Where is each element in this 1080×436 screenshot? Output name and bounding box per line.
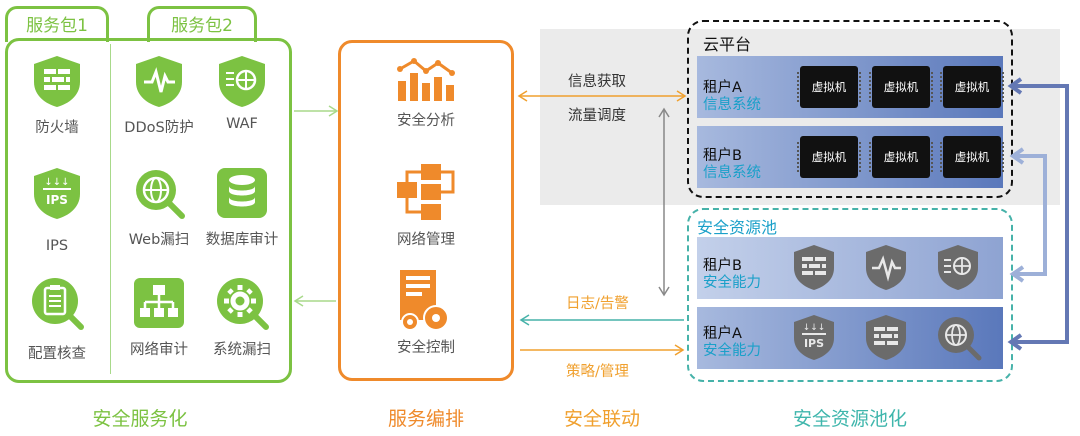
service-config-check[interactable]: 配置核查 (12, 276, 102, 363)
link-label-traffic: 流量调度 (568, 108, 626, 124)
service-package-panel (5, 38, 292, 383)
vm[interactable]: 虚拟机 (940, 136, 1004, 178)
config-check-icon (32, 278, 84, 330)
ddos-icon (136, 56, 182, 107)
bottom-label-pool: 安全资源池化 (792, 408, 907, 430)
svg-text:IPS: IPS (46, 193, 68, 207)
service-label: 数据库审计 (205, 232, 279, 248)
security-pool-title: 安全资源池 (697, 218, 778, 237)
tenant-sub: 信息系统 (703, 165, 761, 181)
svg-text:↓↓↓: ↓↓↓ (803, 323, 826, 333)
analytics-icon (397, 58, 455, 101)
orchestration-network-management[interactable]: 网络管理 (341, 160, 511, 249)
svg-text:↓↓↓: ↓↓↓ (44, 177, 69, 188)
web-scan-icon (938, 317, 982, 361)
tenant-sub: 安全能力 (703, 275, 761, 291)
orchestration-panel (338, 40, 514, 381)
service-label: DDoS防护 (124, 120, 194, 136)
waf-icon (938, 245, 978, 290)
vm[interactable]: 虚拟机 (797, 66, 861, 108)
tenant-b-pool-label: 租户B 安全能力 (703, 258, 761, 292)
bottom-label-service: 安全服务化 (92, 408, 188, 430)
link-label-policy: 策略/管理 (566, 364, 629, 380)
service-label: 防火墙 (35, 120, 79, 136)
service-label: WAF (226, 116, 258, 132)
service-waf[interactable]: WAF (197, 54, 287, 132)
security-control-icon (400, 270, 449, 331)
package-tab-1-label: 服务包1 (26, 16, 88, 36)
svg-text:IPS: IPS (804, 337, 824, 350)
service-network-audit[interactable]: 网络审计 (114, 276, 204, 359)
orchestration-label: 安全控制 (397, 340, 455, 356)
package-tab-2[interactable]: 服务包2 (147, 6, 257, 42)
service-label: 系统漏扫 (213, 342, 271, 358)
tenant-name: 租户A (703, 326, 742, 342)
service-database-audit[interactable]: 数据库审计 (197, 166, 287, 249)
firewall-icon (866, 315, 906, 360)
link-label-logs: 日志/告警 (566, 296, 629, 312)
service-label: Web漏扫 (128, 232, 190, 248)
network-management-icon (397, 164, 455, 220)
security-pool-panel (687, 208, 1013, 382)
service-ips[interactable]: ↓↓↓ IPS IPS (12, 166, 102, 254)
orchestration-label: 网络管理 (397, 232, 455, 248)
bottom-label-linkage: 安全联动 (563, 408, 640, 430)
ips-icon: ↓↓↓ IPS (794, 315, 834, 360)
bottom-label-orchestration: 服务编排 (387, 408, 464, 430)
service-system-scan[interactable]: 系统漏扫 (197, 276, 287, 359)
service-label: IPS (45, 238, 69, 254)
tenant-a-pool-label: 租户A 安全能力 (703, 326, 761, 360)
cloud-platform-title: 云平台 (703, 35, 752, 54)
vm[interactable]: 虚拟机 (869, 66, 933, 108)
package-tab-1[interactable]: 服务包1 (5, 6, 109, 42)
tenant-b-info-label: 租户B 信息系统 (703, 148, 761, 182)
service-firewall[interactable]: 防火墙 (12, 54, 102, 137)
ddos-icon (866, 245, 906, 290)
service-label: 配置核查 (28, 346, 86, 362)
service-label: 网络审计 (130, 342, 188, 358)
vm[interactable]: 虚拟机 (797, 136, 861, 178)
tenant-sub: 安全能力 (703, 343, 761, 359)
tenant-a-info-label: 租户A 信息系统 (703, 80, 761, 114)
network-audit-icon (134, 278, 184, 328)
tenant-loop-arrows (1007, 77, 1069, 351)
system-scan-icon (217, 278, 269, 330)
service-web-scan[interactable]: Web漏扫 (114, 166, 204, 249)
service-ddos[interactable]: DDoS防护 (114, 54, 204, 137)
ips-icon: ↓↓↓ IPS (34, 168, 80, 219)
orchestration-analytics[interactable]: 安全分析 (341, 55, 511, 130)
tenant-name: 租户B (703, 258, 742, 274)
waf-icon (219, 56, 265, 107)
vm[interactable]: 虚拟机 (940, 66, 1004, 108)
vm[interactable]: 虚拟机 (869, 136, 933, 178)
orchestration-security-control[interactable]: 安全控制 (341, 268, 511, 357)
package-divider (110, 44, 111, 374)
cloud-platform-panel (687, 20, 1013, 198)
package-orchestration-arrows (293, 105, 339, 307)
tenant-name: 租户A (703, 80, 742, 96)
tenant-name: 租户B (703, 148, 742, 164)
tenant-sub: 信息系统 (703, 97, 761, 113)
firewall-icon (34, 56, 80, 107)
database-audit-icon (217, 168, 267, 218)
linkage-arrows (517, 90, 687, 356)
web-scan-icon (136, 170, 185, 219)
firewall-icon (794, 245, 834, 290)
orchestration-label: 安全分析 (397, 113, 455, 129)
package-tab-2-label: 服务包2 (171, 16, 233, 36)
link-label-info: 信息获取 (568, 74, 626, 90)
